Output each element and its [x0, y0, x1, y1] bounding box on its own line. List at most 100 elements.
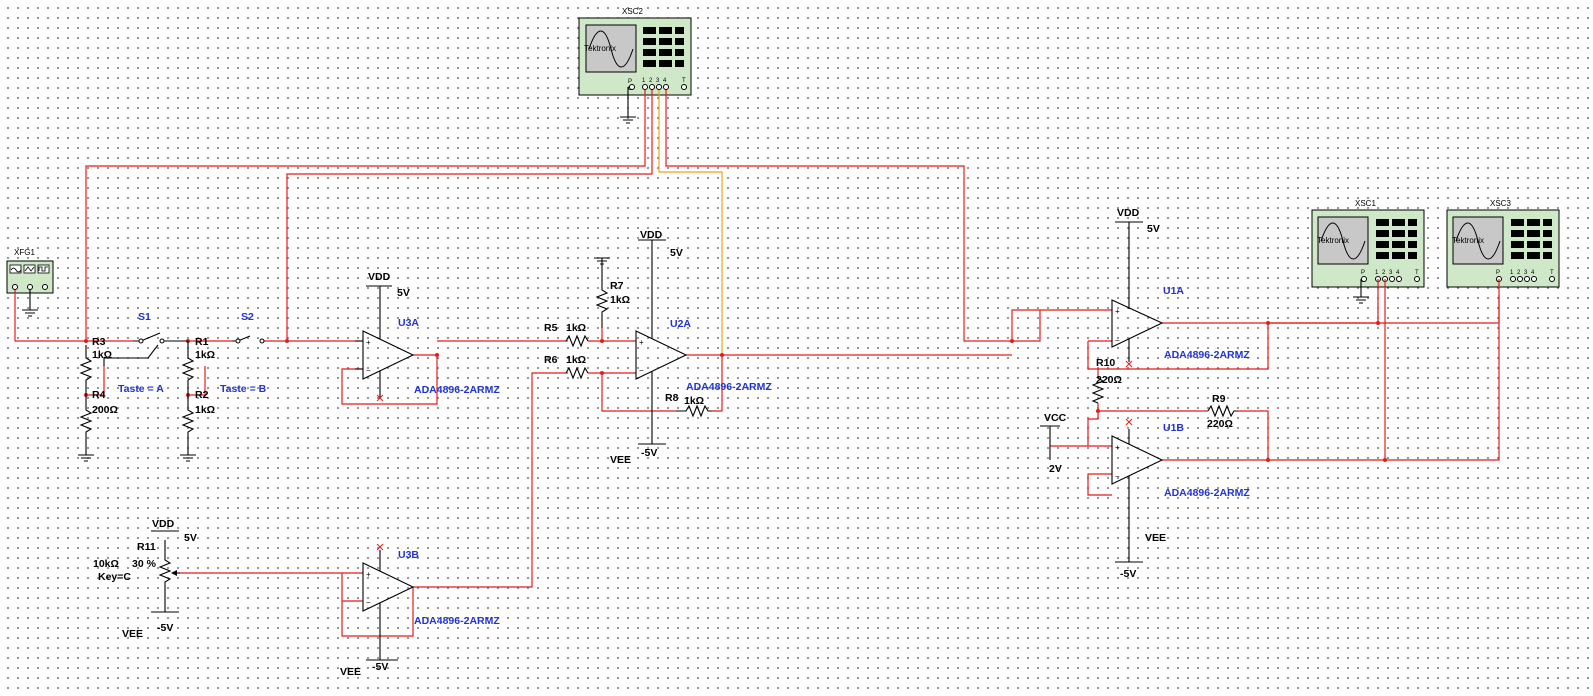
r4-name: R4 — [92, 389, 106, 401]
r7-value: 1kΩ — [610, 294, 630, 306]
u1b-name: U1B — [1163, 422, 1184, 434]
xsc3-pin-1: 1 — [1510, 270, 1514, 276]
svg-text:+: + — [366, 570, 371, 579]
switch-s1[interactable]: S1 Taste = A — [103, 311, 188, 395]
svg-text:−: − — [366, 366, 371, 375]
vcc-source[interactable]: VCC 2V — [1040, 412, 1067, 475]
r6-name: R6 — [544, 354, 558, 366]
potentiometer-r11[interactable]: R11 10kΩ 30 % Key=C — [93, 540, 180, 612]
xsc3-label: XSC3 — [1490, 199, 1511, 208]
r2-value: 1kΩ — [195, 404, 215, 416]
function-generator-xfg1[interactable]: XFG1 — [6, 248, 54, 317]
svg-text:−: − — [366, 598, 371, 607]
xsc3-pin-t: T — [1550, 270, 1554, 276]
xsc3-brand: Tektronix — [1452, 236, 1484, 245]
xsc3-pin-2: 2 — [1517, 270, 1521, 276]
r5-name: R5 — [544, 322, 558, 334]
r11-key: Key=C — [98, 571, 131, 583]
r3-value: 1kΩ — [92, 349, 112, 361]
svg-text:−: − — [1115, 472, 1120, 481]
r8-value: 1kΩ — [684, 395, 704, 407]
opamp-u3b[interactable]: +− U3B ADA4896-2ARMZ VEE -5V — [340, 543, 500, 678]
r11-value: 10kΩ — [93, 558, 119, 570]
svg-text:+: + — [1115, 443, 1120, 452]
r11-vee-label: VEE — [122, 628, 143, 640]
r3-name: R3 — [92, 336, 106, 348]
r8-name: R8 — [665, 392, 679, 404]
r2-name: R2 — [195, 389, 209, 401]
xsc1-label: XSC1 — [1355, 199, 1376, 208]
svg-text:−: − — [639, 366, 644, 375]
xsc1-pin-1: 1 — [1375, 270, 1379, 276]
r1-name: R1 — [195, 336, 209, 348]
resistor-r1[interactable]: R1 1kΩ — [181, 336, 215, 395]
xsc3-pin-4: 4 — [1531, 270, 1535, 276]
s2-key-label: Taste = B — [220, 383, 267, 395]
u3a-vdd-label: VDD — [368, 271, 391, 283]
r10-name: R10 — [1096, 357, 1115, 369]
svg-text:−: − — [1115, 336, 1120, 345]
u3b-part: ADA4896-2ARMZ — [414, 615, 500, 627]
wires — [14, 90, 1500, 637]
xsc1-brand: Tektronix — [1317, 236, 1349, 245]
vee-r11-source[interactable]: -5V VEE — [122, 611, 179, 640]
xsc2-pin-p: P — [628, 79, 632, 85]
u1a-vdd-value: 5V — [1147, 223, 1160, 235]
opamp-u3a[interactable]: + − VDD 5V U3A ADA4896-2ARMZ — [355, 271, 500, 402]
svg-text:+: + — [366, 338, 371, 347]
resistor-r8[interactable]: R8 1kΩ — [665, 392, 712, 418]
resistor-r2[interactable]: R2 1kΩ — [180, 389, 215, 462]
xsc1-pin-2: 2 — [1382, 270, 1386, 276]
resistor-r7[interactable]: R7 1kΩ — [594, 257, 630, 328]
u3a-name: U3A — [398, 317, 419, 329]
u1b-vee-value: -5V — [1120, 568, 1136, 580]
r1-value: 1kΩ — [195, 349, 215, 361]
r11-name: R11 — [137, 541, 156, 553]
u1b-part: ADA4896-2ARMZ — [1164, 487, 1250, 499]
r11-vdd-label: VDD — [152, 518, 175, 530]
u3b-vee-label: VEE — [340, 666, 361, 678]
resistor-r9[interactable]: R9 220Ω — [1207, 393, 1238, 430]
vdd-r11-source[interactable]: VDD 5V — [151, 518, 197, 544]
xsc3-pin-p: P — [1496, 270, 1500, 276]
xsc1-pin-t: T — [1415, 270, 1419, 276]
xsc1-pin-p: P — [1361, 270, 1365, 276]
resistor-r4[interactable]: R4 200Ω — [78, 389, 118, 462]
oscilloscope-xsc1[interactable]: XSC1 Tektronix P G 1 2 3 4 T — [1311, 199, 1425, 304]
r11-vdd-value: 5V — [184, 532, 197, 544]
u1a-part: ADA4896-2ARMZ — [1164, 349, 1250, 361]
resistor-r10[interactable]: R10 220Ω — [1091, 357, 1122, 404]
xsc2-pin-3: 3 — [656, 78, 660, 84]
xsc2-pin-t: T — [682, 78, 686, 84]
xsc2-pin-4: 4 — [663, 78, 667, 84]
switch-s2[interactable]: S2 Taste = B — [220, 311, 267, 395]
u1a-name: U1A — [1163, 285, 1184, 297]
u3a-part: ADA4896-2ARMZ — [414, 384, 500, 396]
resistor-r6[interactable]: R6 1kΩ — [544, 354, 589, 380]
opamp-u1a[interactable]: +− VDD 5V U1A ADA4896-2ARMZ — [1111, 207, 1250, 368]
svg-text:+: + — [1115, 307, 1120, 316]
vcc-label: VCC — [1044, 412, 1067, 424]
r10-value: 220Ω — [1096, 374, 1122, 386]
r6-value: 1kΩ — [566, 354, 586, 366]
r11-wiper: 30 % — [132, 558, 157, 570]
r5-value: 1kΩ — [566, 322, 586, 334]
oscilloscope-xsc3[interactable]: XSC3 Tektronix P G 1 2 3 4 T — [1446, 199, 1560, 288]
oscilloscope-xsc2[interactable]: XSC2 Tektronix P G 1 2 3 4 T — [578, 7, 692, 124]
resistor-r5[interactable]: R5 1kΩ — [544, 322, 589, 348]
opamp-u2a[interactable]: +− VDD 5V U2A ADA4896-2ARMZ VEE -5V — [610, 229, 772, 466]
u2a-part: ADA4896-2ARMZ — [686, 381, 772, 393]
xsc2-label: XSC2 — [622, 7, 643, 16]
s1-label: S1 — [138, 311, 151, 323]
u3a-vdd-value: 5V — [397, 287, 410, 299]
s2-label: S2 — [241, 311, 254, 323]
r4-value: 200Ω — [92, 404, 118, 416]
u2a-vdd-value: 5V — [670, 247, 683, 259]
opamp-u1b[interactable]: +− U1B ADA4896-2ARMZ VEE -5V — [1111, 418, 1250, 580]
r9-value: 220Ω — [1207, 418, 1233, 430]
xfg1-label: XFG1 — [14, 248, 35, 257]
xsc1-pin-3: 3 — [1389, 270, 1393, 276]
u2a-vdd-label: VDD — [640, 229, 663, 241]
resistor-r3[interactable]: R3 1kΩ — [79, 336, 112, 395]
